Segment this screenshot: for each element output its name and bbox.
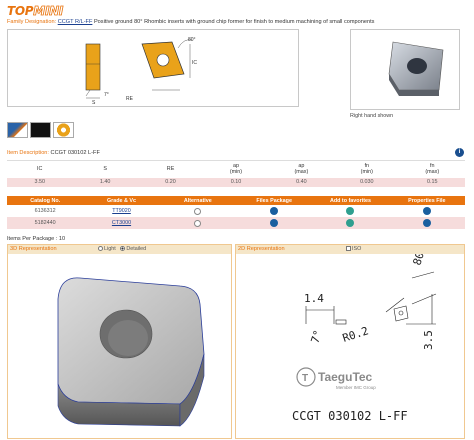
cat-header-favorites: Add to favorites xyxy=(312,196,389,205)
panel-3d-title: 3D Representation xyxy=(10,246,57,252)
items-per-package: Items Per Package : 10 xyxy=(7,236,66,242)
taegutec-sub: Member IMC Group xyxy=(336,385,376,390)
spec-table: IC S RE ap (min) ap (max) fn (min) fn (m… xyxy=(7,160,465,187)
detailed-radio[interactable] xyxy=(120,246,126,252)
s-dim-label: S xyxy=(92,100,96,106)
dim-radius-label: R0.2 xyxy=(341,324,370,345)
thumbnail-row xyxy=(7,122,74,138)
panel-2d-title: 2D Representation xyxy=(238,246,285,252)
cat-header-catalog-no: Catalog No. xyxy=(7,196,84,205)
topmini-logo: TOPMINI xyxy=(7,4,64,19)
cat-header-grade: Grade & Vc xyxy=(83,196,160,205)
svg-text:T: T xyxy=(302,373,308,384)
spec-value-re: 0.20 xyxy=(137,177,204,187)
cat-header-files: Files Package xyxy=(235,196,313,205)
iso-label: ISO xyxy=(352,246,362,252)
technical-drawing: S 7° RE IC 80° xyxy=(7,29,299,107)
spec-header-fn-max: fn (max) xyxy=(399,160,465,178)
thumbnail-1[interactable] xyxy=(7,122,28,138)
spec-header-ap-min: ap (min) xyxy=(203,160,269,178)
insert-3d-model[interactable] xyxy=(8,254,231,438)
thumbnail-3[interactable] xyxy=(53,122,74,138)
spec-value-fn-max: 0.15 xyxy=(399,177,465,187)
family-description: Positive ground 80° Rhombic inserts with… xyxy=(93,19,375,25)
star-favorite-icon[interactable] xyxy=(346,207,355,215)
insert-photo xyxy=(350,29,460,110)
spec-header-ap-max: ap (max) xyxy=(268,160,335,178)
spec-header-s: S xyxy=(72,160,138,178)
spec-header-re: RE xyxy=(137,160,204,178)
re-dim-label: RE xyxy=(126,96,134,102)
spec-value-ap-max: 0.40 xyxy=(268,177,335,187)
iso-checkbox[interactable] xyxy=(346,246,351,252)
taegutec-logo: T TaeguTec Member IMC Group xyxy=(296,367,376,390)
family-code-link[interactable]: CCGT R/L-FF xyxy=(57,19,93,25)
grade-link[interactable]: CT3000 xyxy=(111,220,132,226)
item-description: Item Description: CCGT 030102 L-FF xyxy=(7,150,100,156)
spec-value-ic: 3.50 xyxy=(7,177,73,187)
dim-s-label: 1.4 xyxy=(304,292,324,305)
top-view: RE IC 80° xyxy=(126,37,197,102)
dim-ic-label: 3.5 xyxy=(422,330,435,350)
family-designation: Family Designation: CCGT R/L-FF Positive… xyxy=(7,19,374,25)
right-hand-caption: Right hand shown xyxy=(350,113,394,119)
insert-2d-drawing: 1.4 7° R0.2 80° 3.5 T TaeguTec Member IM… xyxy=(292,244,437,423)
alternative-radio[interactable] xyxy=(194,219,202,227)
spec-header-fn-min: fn (min) xyxy=(334,160,400,178)
info-icon[interactable]: i xyxy=(455,148,464,157)
side-view: S 7° xyxy=(85,43,109,106)
clearance-angle-label: 7° xyxy=(104,92,109,98)
item-description-value: CCGT 030102 L-FF xyxy=(50,150,100,156)
detailed-option-label: Detailed xyxy=(126,246,147,252)
taegutec-wordmark: TaeguTec xyxy=(318,370,373,384)
part-name-label: CCGT 030102 L-FF xyxy=(292,409,408,423)
table-row: 6136312 TT9020 xyxy=(7,205,465,217)
panel-3d-representation: 3D Representation Light Detailed xyxy=(7,244,232,439)
alternative-radio[interactable] xyxy=(194,207,202,215)
cat-header-alternative: Alternative xyxy=(159,196,236,205)
table-row: 5182440 CT3000 xyxy=(7,217,465,229)
dim-angle-label: 80° xyxy=(410,254,429,267)
spec-value-ap-min: 0.10 xyxy=(203,177,269,187)
spec-value-s: 1.40 xyxy=(72,177,138,187)
light-option-label: Light xyxy=(104,246,116,252)
spec-header-ic: IC xyxy=(7,160,73,178)
light-radio[interactable] xyxy=(98,246,103,252)
thumbnail-2[interactable] xyxy=(30,122,51,138)
grade-link[interactable]: TT9020 xyxy=(112,208,131,214)
properties-file-icon[interactable] xyxy=(422,207,431,215)
cat-header-properties: Properties File xyxy=(388,196,465,205)
catalog-table: Catalog No. Grade & Vc Alternative Files… xyxy=(7,196,465,229)
download-icon[interactable] xyxy=(270,219,279,227)
catalog-no: 5182440 xyxy=(7,217,84,229)
catalog-no: 6136312 xyxy=(7,205,84,217)
ic-dim-label: IC xyxy=(192,60,197,66)
dim-clearance-label: 7° xyxy=(308,328,324,345)
download-icon[interactable] xyxy=(270,207,279,215)
family-label: Family Designation: xyxy=(7,19,57,25)
spec-value-fn-min: 0.030 xyxy=(334,177,400,187)
insert-drawing-svg: S 7° RE IC 80° xyxy=(85,37,197,106)
properties-file-icon[interactable] xyxy=(422,219,431,227)
panel-2d-representation: 2D Representation ISO 1.4 7° R0.2 80° 3.… xyxy=(235,244,465,439)
star-favorite-icon[interactable] xyxy=(346,219,355,227)
